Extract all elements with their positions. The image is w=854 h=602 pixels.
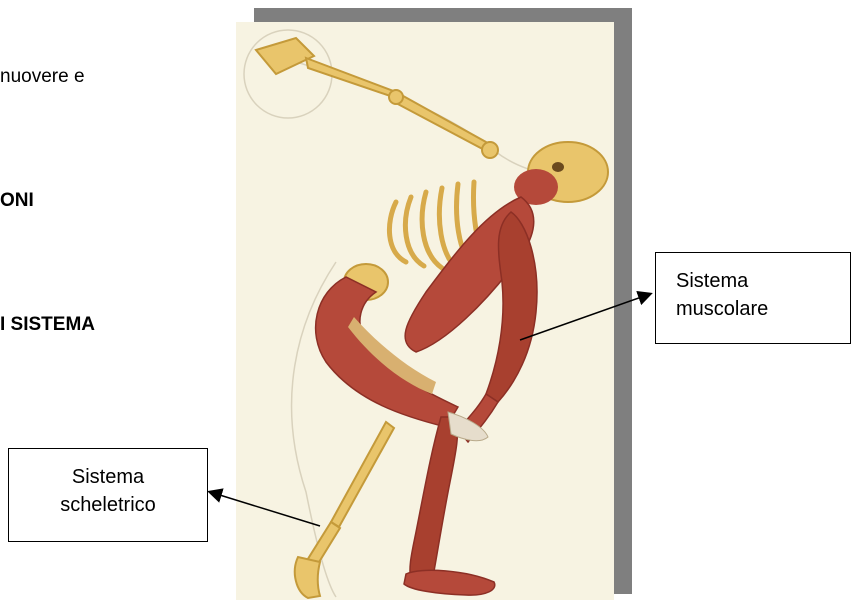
arrow-muscular [520,294,650,340]
callout-muscular-system: Sistema muscolare [655,252,851,344]
callout-muscular-line1: Sistema [676,267,850,295]
callout-skeletal-line1: Sistema [9,463,207,491]
callout-skeletal-line2: scheletrico [9,491,207,519]
callout-muscular-line2: muscolare [676,295,850,323]
arrow-skeletal [210,492,320,526]
callout-skeletal-system: Sistema scheletrico [8,448,208,542]
